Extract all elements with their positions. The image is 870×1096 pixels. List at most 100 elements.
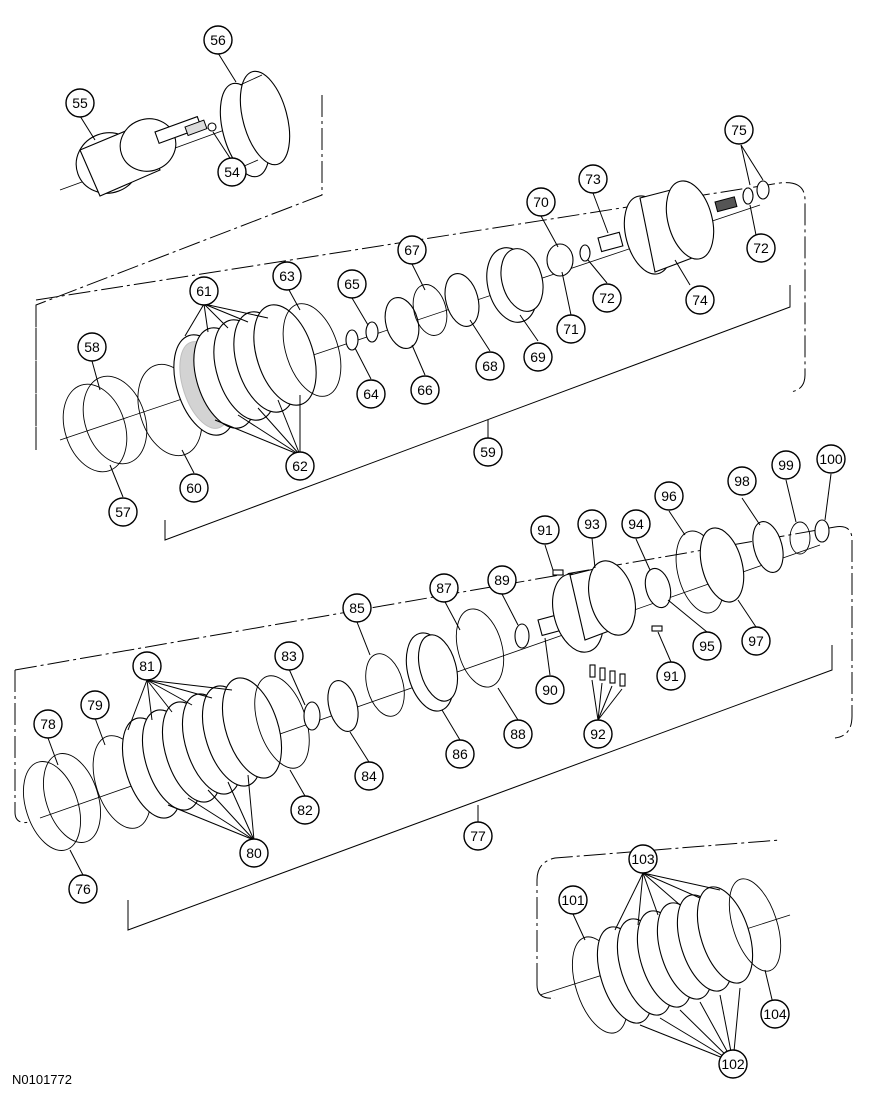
callout-95: 95 <box>692 631 722 661</box>
callout-84: 84 <box>354 761 384 791</box>
svg-text:72: 72 <box>599 290 615 306</box>
svg-text:65: 65 <box>344 276 360 292</box>
svg-text:95: 95 <box>699 638 715 654</box>
callout-87: 87 <box>429 573 459 603</box>
callout-62: 62 <box>285 451 315 481</box>
callout-99: 99 <box>771 450 801 480</box>
svg-text:61: 61 <box>196 283 212 299</box>
svg-text:91: 91 <box>663 668 679 684</box>
svg-text:67: 67 <box>404 242 420 258</box>
callout-69: 69 <box>523 342 553 372</box>
callout-80: 80 <box>239 838 269 868</box>
part-101-104-clutch-pack-lower <box>539 878 791 1034</box>
callout-101: 101 <box>558 885 588 915</box>
callout-57: 57 <box>108 497 138 527</box>
svg-text:60: 60 <box>186 480 202 496</box>
svg-text:104: 104 <box>763 1006 787 1022</box>
svg-text:96: 96 <box>661 488 677 504</box>
part-64-71-pistons-rings <box>345 231 624 351</box>
callout-74: 74 <box>685 285 715 315</box>
svg-text:98: 98 <box>734 473 750 489</box>
part-55-drum-shaft <box>59 115 231 197</box>
svg-text:56: 56 <box>210 32 226 48</box>
part-80-81-clutch-pack-middle <box>121 675 310 819</box>
svg-text:88: 88 <box>510 726 526 742</box>
svg-text:82: 82 <box>297 802 313 818</box>
callout-104: 104 <box>760 999 790 1029</box>
svg-text:74: 74 <box>692 292 708 308</box>
svg-text:63: 63 <box>279 268 295 284</box>
callout-102: 102 <box>718 1049 748 1079</box>
svg-text:83: 83 <box>281 648 297 664</box>
svg-text:79: 79 <box>87 697 103 713</box>
callout-103: 103 <box>628 844 658 874</box>
callout-83: 83 <box>274 641 304 671</box>
svg-text:69: 69 <box>530 349 546 365</box>
svg-text:62: 62 <box>292 458 308 474</box>
callout-65: 65 <box>337 269 367 299</box>
callout-58: 58 <box>77 332 107 362</box>
part-94-100-rings-bearing <box>644 519 830 614</box>
callout-75: 75 <box>724 115 754 145</box>
svg-text:76: 76 <box>75 881 91 897</box>
svg-text:64: 64 <box>363 386 379 402</box>
svg-text:80: 80 <box>246 845 262 861</box>
callout-96: 96 <box>654 481 684 511</box>
callout-93: 93 <box>577 509 607 539</box>
part-92-springs <box>589 664 626 687</box>
svg-text:93: 93 <box>584 516 600 532</box>
callout-79: 79 <box>80 690 110 720</box>
callout-72a: 72 <box>746 233 776 263</box>
callout-55: 55 <box>65 88 95 118</box>
svg-text:85: 85 <box>349 600 365 616</box>
svg-text:77: 77 <box>470 828 486 844</box>
svg-text:71: 71 <box>563 321 579 337</box>
callout-88: 88 <box>503 719 533 749</box>
svg-text:90: 90 <box>542 682 558 698</box>
svg-text:54: 54 <box>224 164 240 180</box>
part-61-62-clutch-pack-upper <box>173 303 342 436</box>
callout-61: 61 <box>189 276 219 306</box>
callout-72b: 72 <box>592 283 622 313</box>
svg-text:94: 94 <box>628 516 644 532</box>
callout-97: 97 <box>741 626 771 656</box>
svg-text:73: 73 <box>585 171 601 187</box>
callout-85: 85 <box>342 593 372 623</box>
callout-91a: 91 <box>530 515 560 545</box>
svg-text:103: 103 <box>631 851 655 867</box>
svg-text:102: 102 <box>721 1056 745 1072</box>
callout-64: 64 <box>356 379 386 409</box>
svg-text:55: 55 <box>72 95 88 111</box>
svg-text:81: 81 <box>139 658 155 674</box>
svg-text:100: 100 <box>819 451 843 467</box>
svg-text:70: 70 <box>533 194 549 210</box>
callout-81: 81 <box>132 651 162 681</box>
svg-text:75: 75 <box>731 122 747 138</box>
callout-76: 76 <box>68 874 98 904</box>
svg-text:78: 78 <box>40 716 56 732</box>
part-74-drum <box>623 180 770 275</box>
callout-86: 86 <box>445 739 475 769</box>
callout-63: 63 <box>272 261 302 291</box>
svg-text:92: 92 <box>590 726 606 742</box>
svg-text:57: 57 <box>115 504 131 520</box>
callout-91b: 91 <box>656 661 686 691</box>
svg-text:86: 86 <box>452 746 468 762</box>
callout-78: 78 <box>33 709 63 739</box>
svg-text:84: 84 <box>361 768 377 784</box>
part-93-clutch-hub <box>552 560 663 653</box>
callout-90: 90 <box>535 675 565 705</box>
svg-text:68: 68 <box>482 358 498 374</box>
callout-67: 67 <box>397 235 427 265</box>
callout-98: 98 <box>727 466 757 496</box>
callout-82: 82 <box>290 795 320 825</box>
callout-94: 94 <box>621 509 651 539</box>
callout-73: 73 <box>578 164 608 194</box>
svg-text:91: 91 <box>537 522 553 538</box>
callout-77: 77 <box>463 821 493 851</box>
svg-text:58: 58 <box>84 339 100 355</box>
svg-text:72: 72 <box>753 240 769 256</box>
callout-56: 56 <box>203 25 233 55</box>
callout-70: 70 <box>526 187 556 217</box>
svg-text:87: 87 <box>436 580 452 596</box>
